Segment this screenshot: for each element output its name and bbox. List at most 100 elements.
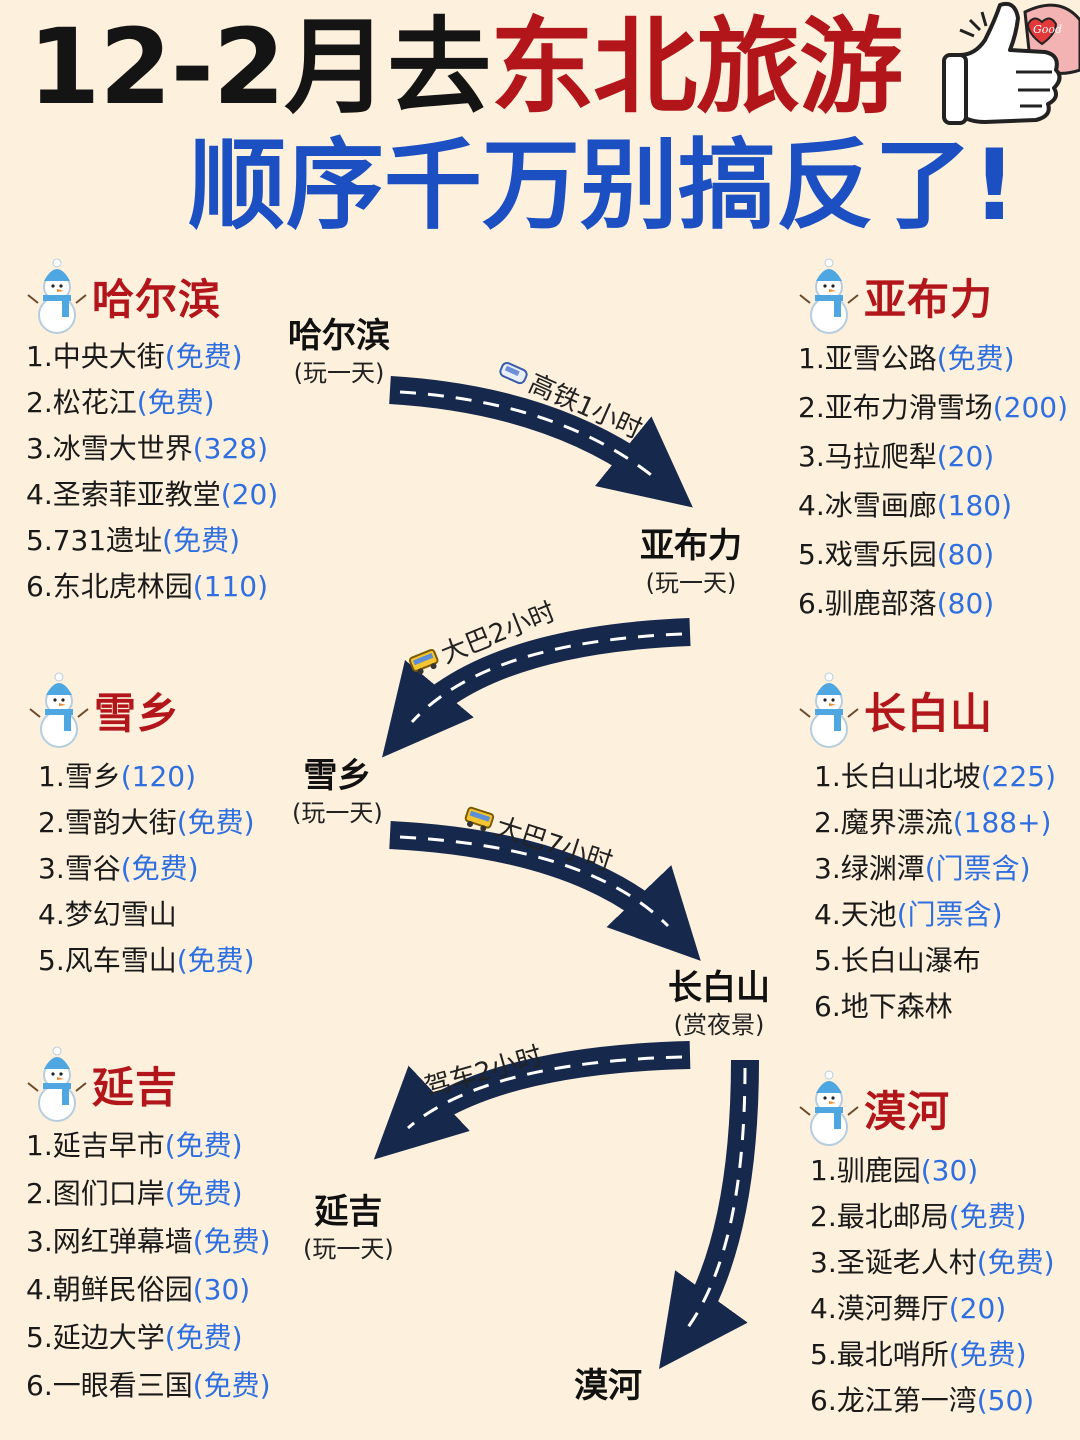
attraction-item: 6.一眼看三国(免费) [26, 1362, 271, 1410]
section-header: 雪乡 [28, 672, 255, 748]
attraction-item: 4.冰雪画廊(180) [798, 481, 1068, 530]
attraction-item: 1.驯鹿园(30) [810, 1148, 1055, 1194]
attraction-item: 3.冰雪大世界(328) [26, 426, 278, 472]
attraction-item: 2.雪韵大街(免费) [38, 800, 255, 846]
snowman-icon [799, 258, 859, 334]
road-lane-marking [399, 390, 656, 480]
attraction-name: 4.圣索菲亚教堂 [26, 478, 221, 511]
transport-label-leg1: 高铁1小时 [492, 350, 648, 447]
attraction-price: (免费) [162, 524, 241, 557]
attraction-name: 3.绿渊潭 [814, 852, 925, 885]
road-changbaishan-mohe [659, 1059, 759, 1370]
attraction-price: (225) [980, 760, 1057, 793]
attraction-item: 4.漠河舞厅(20) [810, 1286, 1055, 1332]
city-name: 漠河 [574, 1366, 642, 1406]
attraction-price: (50) [976, 1384, 1035, 1417]
attraction-name: 5.风车雪山 [38, 944, 177, 977]
road-lane-marking [407, 1055, 683, 1130]
road-xuexiang-changbaishan [389, 821, 701, 961]
attraction-name: 5.延边大学 [26, 1321, 165, 1354]
attraction-name: 6.驯鹿部落 [798, 587, 937, 620]
road-lane-marking [410, 632, 683, 724]
attraction-name: 4.天池 [814, 898, 897, 931]
attraction-item: 5.最北哨所(免费) [810, 1332, 1055, 1378]
attraction-price: (免费) [120, 852, 199, 885]
road-yabuli-xuexiang [382, 618, 691, 758]
section-header: 长白山 [798, 672, 1056, 748]
attraction-item: 3.雪谷(免费) [38, 846, 255, 892]
page-title: 12-2月去东北旅游 [28, 6, 903, 128]
attraction-item: 5.戏雪乐园(80) [798, 530, 1068, 579]
attraction-item: 2.亚布力滑雪场(200) [798, 383, 1068, 432]
attraction-name: 1.延吉早市 [26, 1129, 165, 1162]
city-note: (玩一天) [293, 359, 385, 387]
attraction-item: 4.天池(门票含) [814, 892, 1056, 938]
attraction-item: 2.魔界漂流(188+) [814, 800, 1056, 846]
attraction-item: 6.驯鹿部落(80) [798, 579, 1068, 628]
section-title: 亚布力 [864, 274, 994, 324]
city-name: 亚布力 [640, 526, 742, 566]
city-yabuli: 亚布力 (玩一天) [640, 526, 742, 600]
attraction-name: 3.马拉爬犁 [798, 440, 937, 473]
road-lane-marking [399, 835, 670, 928]
city-harbin: 哈尔滨 (玩一天) [288, 316, 390, 390]
attraction-item: 6.龙江第一湾(50) [810, 1378, 1055, 1424]
attraction-item: 4.圣索菲亚教堂(20) [26, 472, 278, 518]
city-note: (赏夜景) [673, 1011, 765, 1039]
city-xuexiang: 雪乡 (玩一天) [292, 756, 383, 830]
section-harbin: 哈尔滨 1.中央大街 (免费) 2.松花江(免费) 3.冰雪大世界(328) 4.… [26, 258, 278, 610]
section-title: 延吉 [92, 1062, 179, 1112]
section-yanji: 延吉 1.延吉早市(免费) 2.图们口岸(免费) 3.网红弹幕墙(免费) 4.朝… [26, 1046, 271, 1410]
attraction-list: 1.亚雪公路(免费) 2.亚布力滑雪场(200) 3.马拉爬犁(20) 4.冰雪… [798, 334, 1068, 628]
city-note: (玩一天) [645, 569, 737, 597]
attraction-name: 4.梦幻雪山 [38, 898, 177, 931]
attraction-price: (免费) [164, 1321, 243, 1354]
attraction-item: 6.地下森林 [814, 984, 1056, 1030]
section-title: 雪乡 [94, 688, 181, 738]
attraction-price: (80) [936, 587, 995, 620]
attraction-name: 5.731遗址 [26, 524, 163, 557]
train-icon [499, 361, 528, 384]
attraction-item: 2.松花江(免费) [26, 380, 278, 426]
city-name: 雪乡 [303, 756, 372, 796]
transport-label-leg3: 大巴7小时 [459, 796, 617, 879]
section-title: 长白山 [864, 688, 994, 738]
attraction-price: (免费) [192, 1369, 271, 1402]
attraction-list: 1.长白山北坡(225) 2.魔界漂流(188+) 3.绿渊潭(门票含) 4.天… [798, 754, 1056, 1030]
section-changbaishan: 长白山 1.长白山北坡(225) 2.魔界漂流(188+) 3.绿渊潭(门票含)… [798, 672, 1056, 1030]
attraction-price: (20) [220, 478, 279, 511]
attraction-name: 2.雪韵大街 [38, 806, 177, 839]
section-header: 漠河 [798, 1070, 1055, 1146]
attraction-price: (80) [936, 538, 995, 571]
attraction-price: (30) [192, 1273, 251, 1306]
title-part1: 12-2月去 [28, 6, 491, 128]
attraction-price: (免费) [164, 1129, 243, 1162]
attraction-item: 5.长白山瀑布 [814, 938, 1056, 984]
attraction-item: 5.731遗址(免费) [26, 518, 278, 564]
attraction-item: 4.梦幻雪山 [38, 892, 255, 938]
attraction-name: 3.网红弹幕墙 [26, 1225, 193, 1258]
attraction-item: 3.圣诞老人村(免费) [810, 1240, 1055, 1286]
section-header: 亚布力 [798, 258, 1068, 334]
attraction-name: 1.亚雪公路 [798, 342, 937, 375]
city-note: (玩一天) [292, 799, 383, 827]
attraction-price: (免费) [192, 1225, 271, 1258]
attraction-name: 2.亚布力滑雪场 [798, 391, 993, 424]
section-yabuli: 亚布力 1.亚雪公路(免费) 2.亚布力滑雪场(200) 3.马拉爬犁(20) … [798, 258, 1068, 628]
city-name: 长白山 [668, 968, 770, 1008]
attraction-price: (免费) [136, 386, 215, 419]
attraction-item: 3.网红弹幕墙(免费) [26, 1218, 271, 1266]
attraction-price: (20) [948, 1292, 1007, 1325]
transport-label-leg2: 大巴2小时 [403, 591, 560, 683]
section-header: 哈尔滨 [26, 258, 278, 334]
attraction-name: 1.中央大街 [26, 340, 165, 373]
attraction-name: 2.魔界漂流 [814, 806, 953, 839]
city-name: 哈尔滨 [288, 316, 390, 356]
attraction-price: (110) [192, 570, 269, 603]
section-xuexiang: 雪乡 1.雪乡(120) 2.雪韵大街(免费) 3.雪谷(免费) 4.梦幻雪山 … [28, 672, 255, 984]
city-name: 延吉 [314, 1192, 383, 1232]
bus-icon [464, 806, 495, 831]
attraction-item: 3.马拉爬犁(20) [798, 432, 1068, 481]
attraction-name: 4.朝鲜民俗园 [26, 1273, 193, 1306]
